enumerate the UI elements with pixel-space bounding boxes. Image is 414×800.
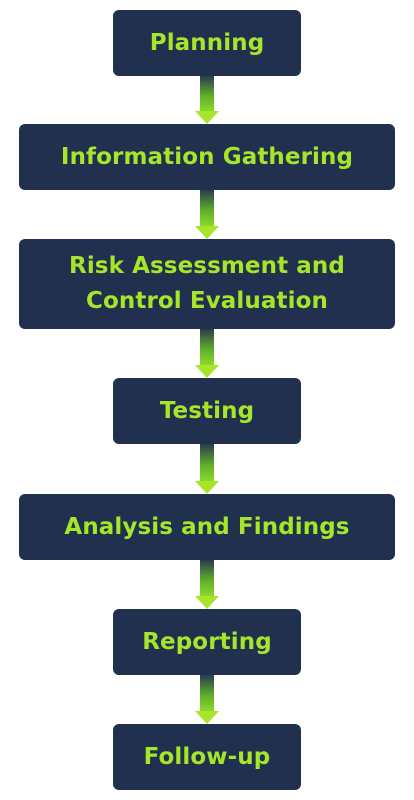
- step-reporting: Reporting: [113, 609, 301, 675]
- step-label: Planning: [149, 29, 265, 56]
- step-label: Testing: [159, 397, 255, 424]
- step-label: Reporting: [142, 628, 272, 655]
- arrow-down-icon: [195, 675, 219, 724]
- arrow-down-icon: [195, 190, 219, 239]
- arrow-down-icon: [195, 76, 219, 124]
- step-information-gathering: Information Gathering: [19, 124, 395, 190]
- step-follow-up: Follow-up: [113, 724, 301, 790]
- step-testing: Testing: [113, 378, 301, 444]
- step-label: Follow-up: [143, 743, 271, 770]
- step-analysis-findings: Analysis and Findings: [19, 494, 395, 560]
- arrow-down-icon: [195, 560, 219, 609]
- arrow-down-icon: [195, 444, 219, 494]
- step-planning: Planning: [113, 10, 301, 76]
- step-label: Risk Assessment and Control Evaluation: [69, 253, 345, 314]
- step-label: Analysis and Findings: [64, 513, 350, 540]
- step-label: Information Gathering: [60, 143, 354, 170]
- step-risk-assessment: Risk Assessment and Control Evaluation: [19, 239, 395, 329]
- arrow-down-icon: [195, 329, 219, 378]
